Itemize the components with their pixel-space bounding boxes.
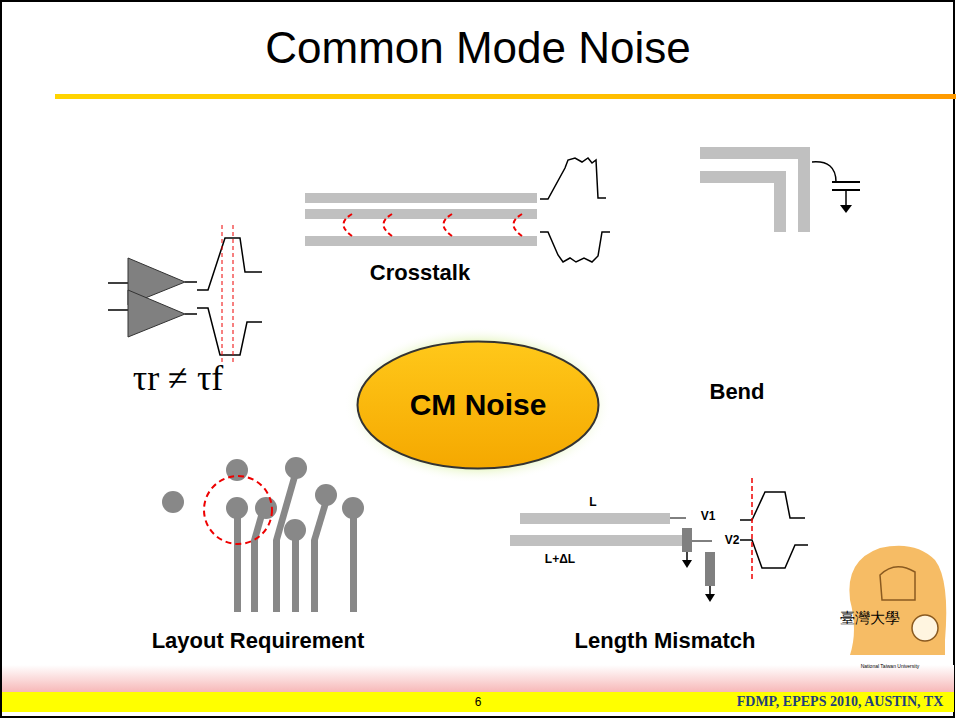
section-label: Length Mismatch [575, 628, 756, 654]
slide-title: Common Mode Noise [265, 23, 691, 73]
section-label: Crosstalk [370, 260, 470, 286]
length-label: L+ΔL [545, 552, 575, 566]
length-label: L [589, 495, 596, 509]
page-number: 6 [475, 695, 482, 709]
node-glow [344, 327, 612, 483]
crosstalk-lines [305, 158, 610, 262]
ellipse-node: CM Noise [356, 340, 600, 470]
driver-symbols [108, 225, 262, 365]
footer-text: FDMP, EPEPS 2010, AUSTIN, TX [737, 694, 944, 710]
pin-escape [162, 457, 364, 612]
title-rule [55, 94, 956, 99]
length-mismatch-traces [510, 478, 808, 602]
section-label: Layout Requirement [152, 628, 365, 654]
footer-band [2, 692, 954, 712]
university-logo [849, 546, 946, 655]
logo-text: 臺灣大學 [840, 609, 900, 628]
voltage-label: V2 [725, 533, 740, 547]
timing-label: τr ≠ τf [133, 357, 224, 399]
section-label: Bend [710, 379, 765, 405]
bend-traces [700, 147, 860, 232]
logo-caption: National Taiwan University [861, 663, 920, 669]
footer-shade [2, 665, 954, 692]
voltage-label: V1 [701, 509, 716, 523]
node-text: CM Noise [410, 388, 547, 422]
